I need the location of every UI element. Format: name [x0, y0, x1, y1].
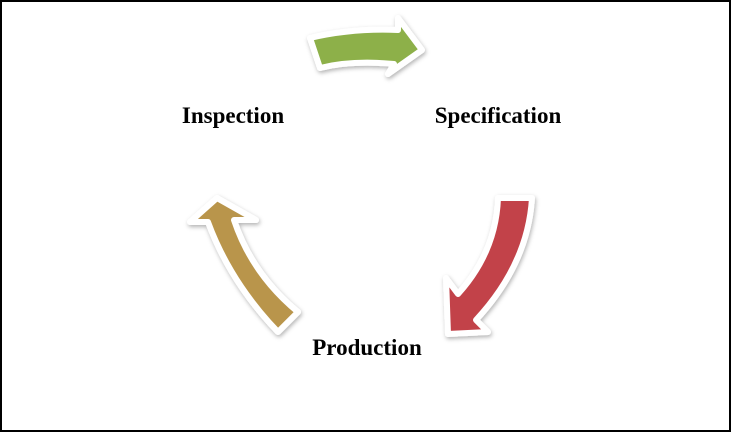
stage-label-inspection: Inspection — [181, 103, 285, 128]
arrow-specification-to-production — [443, 195, 535, 337]
arrow-inspection-to-specification — [307, 15, 425, 77]
stage-label-production: Production — [312, 335, 422, 360]
arrow-production-to-inspection — [187, 195, 301, 335]
stage-label-specification: Specification — [434, 103, 562, 128]
